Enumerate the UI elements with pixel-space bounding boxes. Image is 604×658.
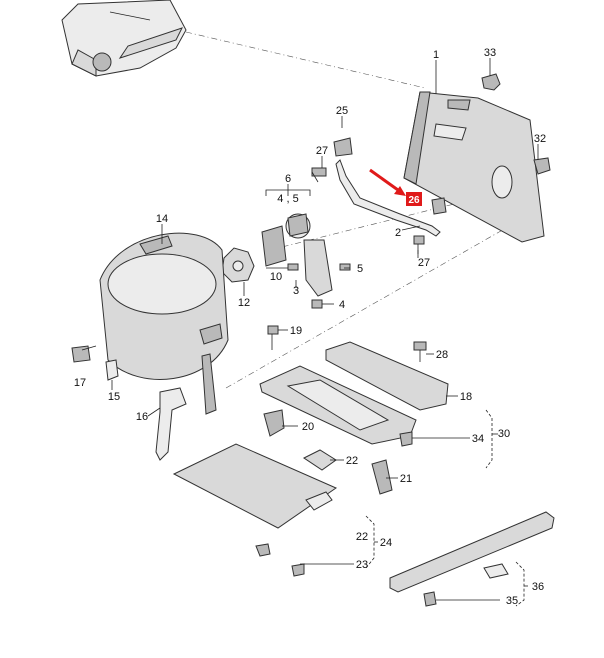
loading-sill-trim — [389, 511, 555, 607]
callout-labels: 1 33 32 25 27 6 4 , 5 2 27 5 4 3 10 12 1… — [74, 47, 546, 607]
callout-28: 28 — [436, 349, 448, 361]
callout-5: 5 — [357, 263, 363, 275]
callout-27-upper: 27 — [316, 145, 328, 157]
hook-15 — [105, 359, 119, 381]
clip-21 — [371, 459, 393, 495]
bolt-28 — [413, 341, 427, 362]
arrow-icon — [369, 168, 406, 196]
callout-15: 15 — [108, 391, 120, 403]
spare-wheel-bracket — [285, 213, 333, 309]
callout-30: 30 — [498, 428, 510, 440]
floor-support — [259, 341, 449, 445]
callout-4: 4 — [339, 299, 345, 311]
callout-33: 33 — [484, 47, 496, 59]
callout-10: 10 — [270, 271, 282, 283]
callout-32: 32 — [534, 133, 546, 145]
callout-35: 35 — [506, 595, 518, 607]
callout-19: 19 — [290, 325, 302, 337]
callout-3: 3 — [293, 285, 299, 297]
callout-12: 12 — [238, 297, 250, 309]
retaining-strap — [333, 137, 447, 237]
callout-18: 18 — [460, 391, 472, 403]
callout-1: 1 — [433, 49, 439, 61]
bolt-27-lower — [413, 235, 425, 254]
callout-26-highlighted[interactable]: 26 — [406, 192, 422, 206]
callout-27-lower: 27 — [418, 257, 430, 269]
callout-25: 25 — [336, 105, 348, 117]
callout-16: 16 — [136, 411, 148, 423]
spare-wheel-well — [99, 232, 229, 415]
floor-cover — [172, 443, 338, 529]
callout-21: 21 — [400, 473, 412, 485]
strap-16 — [155, 387, 187, 461]
callout-14: 14 — [156, 213, 168, 225]
clip-17 — [71, 345, 91, 363]
callout-2: 2 — [395, 227, 401, 239]
wheel-hub — [221, 225, 351, 283]
clip-33 — [481, 73, 501, 91]
svg-text:26: 26 — [408, 195, 420, 206]
bolt-27-upper — [311, 167, 327, 183]
callout-23: 23 — [356, 559, 368, 571]
callout-6: 6 — [285, 173, 291, 185]
callout-24: 24 — [380, 537, 392, 549]
callout-6-sub: 4 , 5 — [277, 193, 298, 205]
car-icon — [61, 0, 187, 77]
callout-22-lower: 22 — [356, 531, 368, 543]
callout-20: 20 — [302, 421, 314, 433]
clip-23 — [255, 543, 305, 577]
callout-34: 34 — [472, 433, 484, 445]
side-trim-panel — [403, 91, 545, 243]
callout-22-upper: 22 — [346, 455, 358, 467]
callout-17: 17 — [74, 377, 86, 389]
bolt-19 — [267, 325, 279, 350]
leader-lines — [81, 58, 539, 607]
clip-20 — [263, 409, 285, 437]
clip-32 — [533, 157, 551, 175]
clip-34 — [399, 431, 413, 447]
callout-36: 36 — [532, 581, 544, 593]
